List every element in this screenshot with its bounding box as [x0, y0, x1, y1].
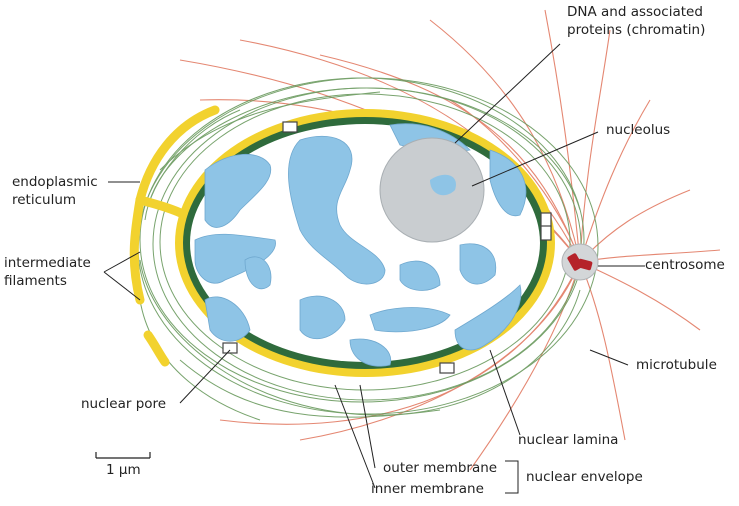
label-nuclear-lamina: nuclear lamina: [518, 432, 619, 448]
label-scale-bar: 1 µm: [106, 462, 141, 478]
label-nuclear-envelope: nuclear envelope: [526, 469, 643, 485]
nucleolus: [379, 137, 485, 243]
label-nuclear-pore: nuclear pore: [81, 396, 167, 412]
leader-lines: [103, 43, 645, 494]
label-microtubule: microtubule: [636, 357, 717, 373]
label-er-line2: reticulum: [12, 192, 77, 208]
centrosome-graphic: [561, 243, 599, 281]
label-inner-membrane: inner membrane: [371, 481, 484, 497]
label-nucleolus: nucleolus: [606, 122, 671, 138]
scale-bar: [95, 452, 151, 459]
label-outer-membrane: outer membrane: [383, 460, 498, 476]
nuclear-pores: [222, 121, 552, 374]
label-dna-line1: DNA and associated: [567, 4, 703, 20]
label-if-line1: intermediate: [4, 255, 91, 271]
label-centrosome: centrosome: [645, 257, 725, 273]
chromatin: [194, 123, 527, 367]
label-dna-line2: proteins (chromatin): [567, 22, 706, 38]
nucleolus-chromatin: [430, 174, 456, 196]
label-if-line2: filaments: [4, 273, 67, 289]
label-er-line1: endoplasmic: [12, 174, 98, 190]
